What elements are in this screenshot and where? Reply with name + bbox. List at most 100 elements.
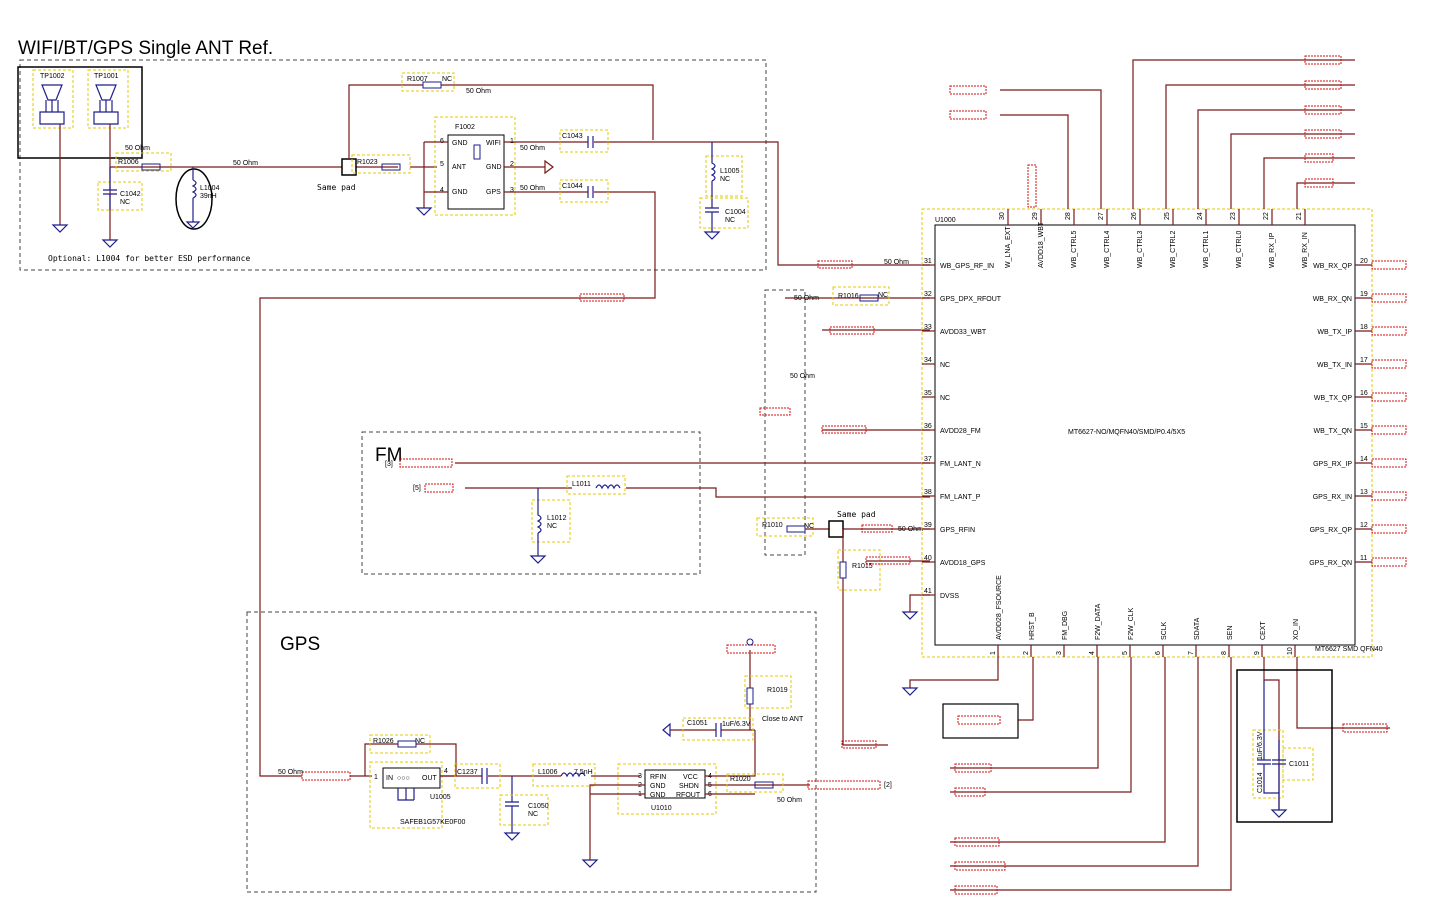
- ic-pin-number: 13: [1360, 489, 1368, 496]
- u1000-outline: [921, 208, 1373, 658]
- bottom-wires: [909, 657, 1390, 891]
- r1006-body: [141, 163, 161, 171]
- gnd-icon: [662, 722, 671, 738]
- ic-pin-name: WB_CTRL2: [1170, 231, 1177, 268]
- c1011-ref: C1011: [1289, 761, 1309, 768]
- ic-pin-name: FM_LANT_N: [940, 461, 981, 468]
- tp1001-outline: [87, 69, 129, 129]
- f1002-outline: [434, 116, 516, 216]
- c1051-ref: C1051: [687, 720, 708, 727]
- c1011-symbol: [1272, 740, 1286, 793]
- c1004-val: NC: [725, 217, 735, 224]
- wifi-wire: [504, 141, 930, 266]
- l1012-val: NC: [547, 523, 557, 530]
- r1006-ref: R1006: [118, 159, 139, 166]
- gnd-icon: [503, 832, 521, 841]
- r1010-val: NC: [804, 523, 814, 530]
- net-label: [821, 425, 867, 434]
- ic-pin-name: WB_RX_IP: [1269, 232, 1276, 268]
- r1026-outline: [369, 734, 431, 754]
- r1015-wire: [842, 529, 888, 746]
- net-label: [301, 771, 351, 781]
- tp1001-ref: TP1001: [94, 73, 119, 80]
- c1014-ref: C1014: [1257, 772, 1264, 793]
- u1010-n3: 3: [638, 773, 642, 780]
- ic-pin-name: WB_CTRL5: [1071, 231, 1078, 268]
- l1006-val: 7.5nH: [574, 769, 593, 776]
- net-label: [954, 861, 1006, 871]
- r1007-ohm: 50 Ohm: [466, 88, 491, 95]
- ic-pin-number: 15: [1360, 423, 1368, 430]
- net-label: [1371, 359, 1407, 369]
- u1010-pin-rfout: RFOUT: [676, 792, 701, 799]
- r1026-ref: R1026: [373, 738, 394, 745]
- net-label: [1342, 723, 1388, 733]
- c1014-outline: [1252, 729, 1284, 799]
- ic-pin-number: 14: [1360, 456, 1368, 463]
- fm-label: FM: [375, 445, 402, 466]
- ic-pin-number: 18: [1360, 324, 1368, 331]
- ic-pin-number: 11: [1360, 555, 1367, 562]
- net-label: [1304, 80, 1342, 90]
- f1002-num-3: 3: [510, 187, 514, 194]
- ic-pin-name: AVDD28_FSOURCE: [996, 575, 1003, 640]
- ic-pin-name: AVDD28_FM: [940, 428, 981, 435]
- net-label: [1304, 55, 1342, 65]
- ic-pin-name: WB_RX_QN: [1313, 296, 1352, 303]
- l1012-symbol: [536, 488, 542, 556]
- ic-pin-number: 32: [924, 291, 932, 298]
- ic-pin-number: 3: [1056, 651, 1063, 655]
- c1051-outline: [682, 717, 754, 741]
- ic-pin-name: AVDD18_GPS: [940, 560, 986, 567]
- c1044-ref: C1044: [562, 183, 583, 190]
- ic-pin-name: FM_LANT_P: [940, 494, 981, 501]
- ic-pin-number: 40: [924, 555, 932, 562]
- u1010-pin-gnd1: GND: [650, 783, 666, 790]
- tp1002-outline: [32, 69, 74, 129]
- gnd-icon: [703, 231, 721, 240]
- ic-pin-name: NC: [940, 362, 950, 369]
- r1007-body: [422, 81, 442, 89]
- ic-pin-name: F2W_DATA: [1095, 603, 1102, 640]
- net-label: [1027, 164, 1037, 208]
- r1019-ref: R1019: [767, 687, 788, 694]
- ic-pin-number: 22: [1263, 212, 1270, 220]
- r1015-outline: [837, 549, 881, 591]
- r1026-body: [397, 740, 417, 748]
- page-title: WIFI/BT/GPS Single ANT Ref.: [18, 38, 273, 59]
- ic-pin-name: SDATA: [1194, 617, 1201, 640]
- u1010-outline: [617, 763, 717, 815]
- net-label: [865, 556, 911, 565]
- c1043-symbol: [587, 136, 594, 148]
- gnd-icon: [1270, 809, 1288, 818]
- f1002-pin-gnd4: GND: [452, 189, 468, 196]
- c1051-val: 1uF/6.3V: [722, 721, 751, 728]
- ic-pin-name: SEN: [1227, 626, 1234, 640]
- hrst-box: [942, 703, 1019, 739]
- pin39-ohm: 50 Ohm: [898, 526, 923, 533]
- net-label: [1371, 293, 1407, 303]
- gnd-icon: [51, 224, 69, 233]
- gnd-icon: [101, 239, 119, 248]
- r1006-ohm: 50 Ohm: [125, 145, 150, 152]
- ic-pin-number: 33: [924, 324, 932, 331]
- c1014-symbol: [1257, 680, 1280, 810]
- l1006-ref: L1006: [538, 769, 558, 776]
- ic-pin-name: F2W_CLK: [1128, 607, 1135, 640]
- net-label: [807, 780, 881, 790]
- ic-pin-number: 2: [1023, 651, 1030, 655]
- ic-pin-name: WB_TX_IN: [1317, 362, 1352, 369]
- f1002-pin-wifi: WIFI: [486, 140, 501, 147]
- l1011-ref: L1011: [572, 481, 591, 488]
- ic-pin-number: 10: [1287, 647, 1294, 655]
- net-label: [399, 458, 453, 468]
- ic-pin-number: 17: [1360, 357, 1368, 364]
- gps-in-ohm: 50 Ohm: [278, 769, 303, 776]
- net-label: [424, 483, 454, 493]
- ic-pin-number: 25: [1164, 212, 1171, 220]
- ic-pin-number: 35: [924, 390, 932, 397]
- r1007-val: NC: [442, 76, 452, 83]
- u1010-pin-vcc: VCC: [683, 774, 698, 781]
- r1006-outline: [115, 152, 172, 172]
- ic-pin-name: GPS_RX_IP: [1313, 461, 1352, 468]
